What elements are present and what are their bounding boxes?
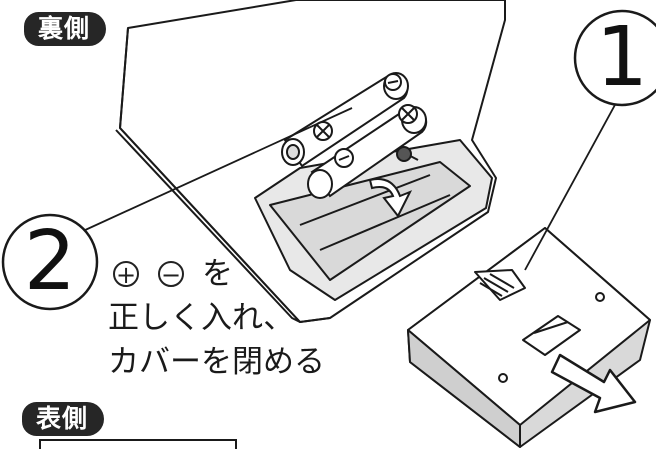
insert-arrow xyxy=(368,178,413,218)
minus-circle-icon: − xyxy=(158,261,184,287)
battery-pair xyxy=(281,72,428,199)
battery-cover xyxy=(407,227,651,448)
back-side-label: 裏側 xyxy=(24,12,107,46)
step1-number: 1 xyxy=(595,10,649,105)
step1-circle xyxy=(573,9,656,107)
step2-circle xyxy=(1,213,99,311)
step2-line3: カバーを閉める xyxy=(108,344,325,380)
step2-line2: 正しく入れ、 xyxy=(108,300,295,336)
plus-circle-icon: + xyxy=(113,261,139,287)
leader-line-1 xyxy=(524,91,623,271)
leader-line-2 xyxy=(82,107,353,232)
front-side-label: 表側 xyxy=(22,402,105,436)
front-remote-edge xyxy=(39,439,237,449)
step2-line1-suffix: を xyxy=(202,256,233,292)
step2-number: 2 xyxy=(23,214,77,309)
